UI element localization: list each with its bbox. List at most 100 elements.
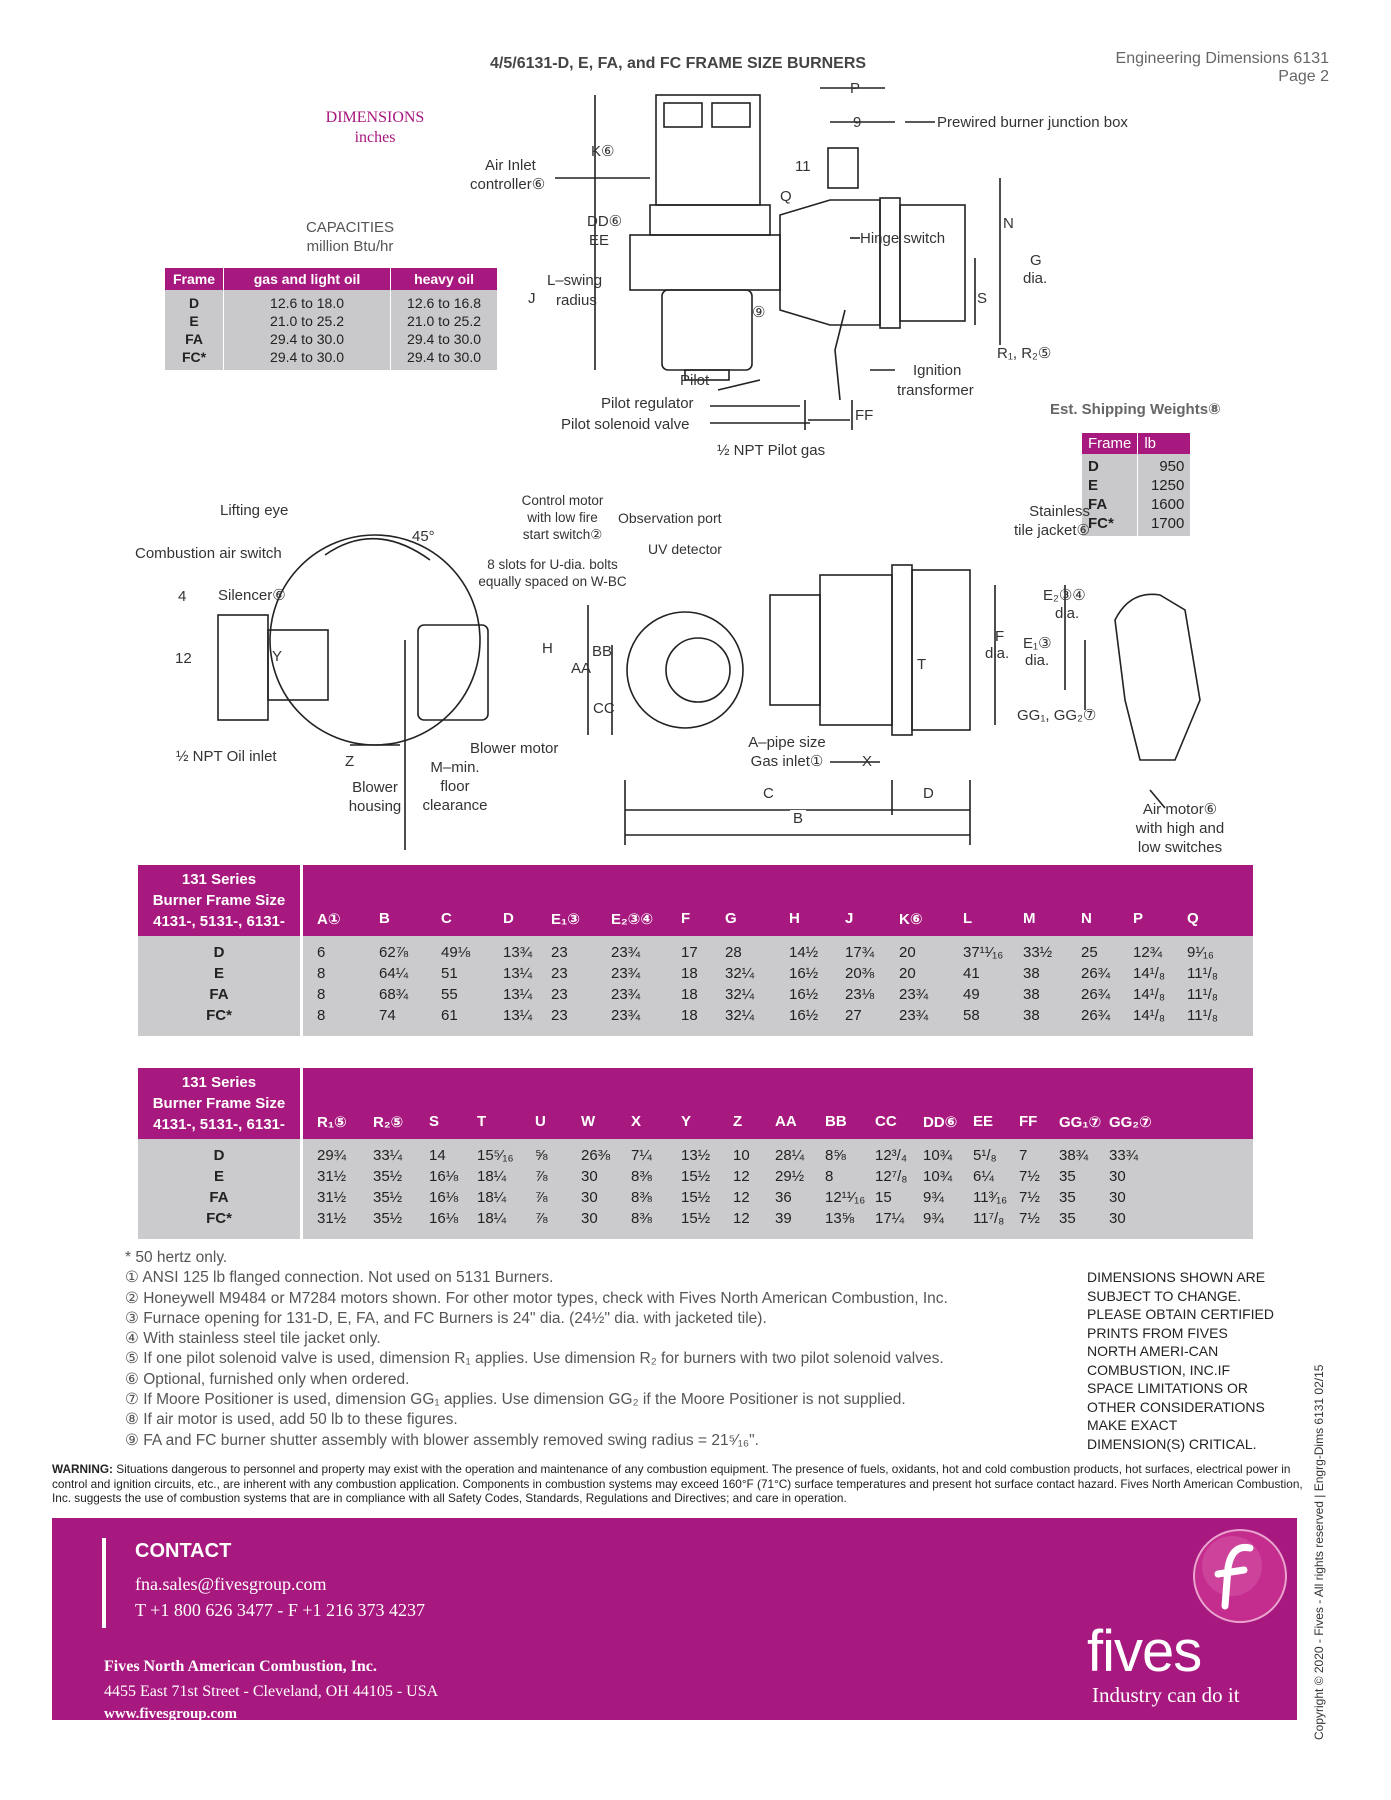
- table-cell: 26¾: [1081, 965, 1111, 982]
- blower-housing-line: Blower: [352, 779, 398, 796]
- table-cell: 15: [875, 1189, 892, 1206]
- cap-cell: D: [165, 290, 225, 312]
- frame-label: FA: [209, 986, 229, 1003]
- table-cell: 14: [429, 1147, 446, 1164]
- flange-shape: [879, 197, 901, 329]
- table-cell: 18¼: [477, 1189, 507, 1206]
- ship-cell: D: [1082, 454, 1139, 476]
- label-12: 12: [175, 650, 192, 667]
- table-cell: 14½: [789, 944, 819, 961]
- blower-wheel-shape: [269, 534, 481, 746]
- col-header: U: [535, 1113, 546, 1130]
- label-oil-inlet: ½ NPT Oil inlet: [176, 748, 277, 765]
- table-cell: 13¼: [503, 986, 533, 1003]
- table-cell: 7½: [1019, 1168, 1040, 1185]
- table-cell: 37¹¹⁄₁₆: [963, 944, 1004, 961]
- fives-logo-icon: [1193, 1529, 1287, 1623]
- label-slots: 8 slots for U-dia. bolts equally spaced …: [460, 556, 645, 590]
- table-cell: 5¹/₈: [973, 1147, 997, 1164]
- control-motor-line: with low fire: [527, 510, 598, 525]
- col-header: J: [845, 910, 854, 927]
- label-l-swing: L–swing: [547, 272, 603, 289]
- table-cell: 15½: [681, 1168, 711, 1185]
- company-website[interactable]: www.fivesgroup.com: [104, 1706, 238, 1722]
- label-observation-port: Observation port: [618, 510, 722, 526]
- table-cell: 38¾: [1059, 1147, 1089, 1164]
- table-cell: 16⅛: [429, 1168, 459, 1185]
- label-d: D: [920, 785, 937, 802]
- cap-cell: 29.4 to 30.0: [223, 330, 392, 348]
- a-pipe-line: A–pipe size: [748, 734, 826, 751]
- frame-label: FC*: [206, 1007, 232, 1024]
- table-cell: 8: [317, 965, 326, 982]
- label-b: B: [790, 810, 807, 827]
- label-control-motor: Control motor with low fire start switch…: [500, 492, 625, 543]
- label-j: J: [528, 290, 536, 307]
- contact-divider: [102, 1538, 106, 1628]
- footnote: ② Honeywell M9484 or M7284 motors shown.…: [125, 1289, 948, 1307]
- label-45deg: 45°: [412, 528, 435, 545]
- label-e1: E₁③: [1023, 635, 1052, 652]
- col-header: B: [379, 910, 390, 927]
- ship-cell: 1250: [1137, 476, 1192, 495]
- cap-cell: 12.6 to 18.0: [223, 290, 392, 312]
- doc-title: Engineering Dimensions 6131: [1115, 50, 1329, 67]
- table-cell: 35½: [373, 1168, 403, 1185]
- table-cell: 23: [551, 944, 568, 961]
- table-cell: 17¾: [845, 944, 875, 961]
- ship-cell: FA: [1082, 495, 1139, 514]
- col-header: BB: [825, 1113, 847, 1130]
- footnotes: * 50 hertz only. ① ANSI 125 lb flanged c…: [125, 1248, 948, 1451]
- ship-cell: 950: [1137, 454, 1192, 476]
- a-pipe-line: Gas inlet①: [750, 753, 824, 770]
- table1-header-row: A① B C D E₁③ E₂③④ F G H J K⑥ L M N P Q: [317, 910, 1253, 928]
- table-cell: 12: [733, 1168, 750, 1185]
- slots-line: 8 slots for U-dia. bolts: [487, 557, 618, 572]
- label-z: Z: [345, 753, 355, 770]
- cap-cell: 12.6 to 16.8: [390, 290, 499, 312]
- table-cell: 62⅞: [379, 944, 409, 961]
- table-cell: 23¾: [611, 986, 641, 1003]
- shipping-title: Est. Shipping Weights⑧: [1050, 401, 1221, 418]
- table-cell: 8⅝: [825, 1147, 846, 1164]
- cap-cell: FA: [165, 330, 225, 348]
- dimensions-table-2: 131 Series Burner Frame Size 4131-, 5131…: [138, 1068, 1253, 1239]
- controller-body-shape: [649, 204, 771, 236]
- motor-window-shape: [711, 102, 751, 128]
- table-cell: 51: [441, 965, 458, 982]
- table1-label-line: Burner Frame Size: [152, 892, 286, 909]
- company-address: 4455 East 71st Street - Cleveland, OH 44…: [104, 1683, 439, 1700]
- table-cell: 27: [845, 1007, 862, 1024]
- table-cell: 12¹¹⁄₁₆: [825, 1189, 866, 1206]
- label-h: H: [542, 640, 553, 657]
- col-header: M: [1023, 910, 1036, 927]
- label-ee: EE: [589, 232, 610, 249]
- table-cell: ⅞: [535, 1210, 548, 1227]
- table-cell: 7: [1019, 1147, 1028, 1164]
- cap-cell: 29.4 to 30.0: [390, 330, 499, 348]
- table-cell: 23¾: [899, 986, 929, 1003]
- col-header: P: [1133, 910, 1144, 927]
- contact-email[interactable]: fna.sales@fivesgroup.com: [135, 1574, 327, 1594]
- table-cell: 20: [899, 965, 916, 982]
- col-header: H: [789, 910, 800, 927]
- table1-col-headers: A① B C D E₁③ E₂③④ F G H J K⑥ L M N P Q: [303, 865, 1253, 936]
- label-e2: E₂③④: [1043, 587, 1086, 604]
- col-header: T: [477, 1113, 487, 1130]
- copyright: Copyright © 2020 - Fives - All rights re…: [1312, 1364, 1326, 1740]
- table-cell: 16⅛: [429, 1210, 459, 1227]
- table-cell: 9¾: [923, 1189, 944, 1206]
- table-cell: 29¾: [317, 1147, 347, 1164]
- cap-cell: 21.0 to 25.2: [390, 312, 499, 330]
- table-cell: 68¾: [379, 986, 409, 1003]
- flange-bottom-shape: [891, 564, 913, 736]
- col-header: Y: [681, 1113, 692, 1130]
- table-cell: 35½: [373, 1210, 403, 1227]
- header-meta: Engineering Dimensions 6131 Page 2: [1116, 50, 1329, 86]
- company-name: Fives North American Combustion, Inc.: [104, 1658, 377, 1675]
